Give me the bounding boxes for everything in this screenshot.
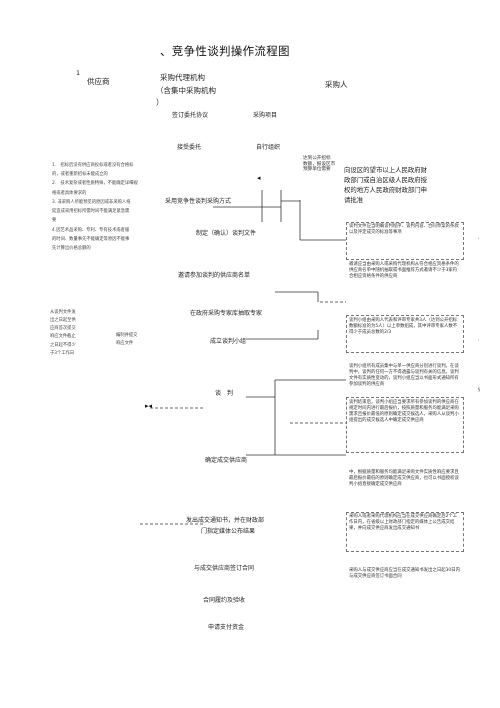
- center-note: 达到公开招标 数额，报设区市 预算单位需要: [303, 156, 336, 173]
- right-mark-1: ‘: [478, 238, 480, 243]
- step-form-team: 成立谈判小组: [210, 338, 247, 345]
- response-note: 编制并提交 响应文件: [116, 333, 138, 347]
- supplier-time-note: 从谈判文件发 出之日起至供 应商首次提交 响应文件截止 之日起不得少 于3个工作…: [50, 310, 76, 356]
- step-accept-commission: 接受委托: [177, 144, 202, 151]
- note-invite: 邀请应当由采购人或采购代理机构从符合相应资格条件的供应商名单中随机抽取或书面推荐…: [349, 262, 459, 280]
- step-self-organize: 自行组织: [256, 144, 281, 151]
- step-determine-supplier: 确定成交供应商: [205, 457, 248, 464]
- approval-box: 向设区的望市以上人民政府财 政部门或自治区级人民政府授 权的地方人民政府财政部门…: [344, 166, 428, 204]
- conditions-list: 1. 招标后没有供应商投标或者没有合格标 的，或者重新招标未能成立的 2. 技术…: [52, 163, 138, 252]
- step-apply-payment: 申请支付资金: [208, 624, 245, 631]
- step-sign-contract: 与成交供应商签订合同: [194, 565, 255, 572]
- step-purchase-project: 采购项目: [253, 112, 278, 119]
- step-notice-line1: 发出成交通知书，并在财政部: [186, 517, 265, 524]
- lane-supplier: 供应商: [87, 77, 110, 86]
- note-publish: 采购人或者采购代理机构应当在成交供应商确定后2个工作日内，在省级以上财政部门指定…: [349, 514, 458, 532]
- lane-purchaser: 采购人: [325, 80, 348, 89]
- step-apply-method: 采用竞争性谈判采购方式: [165, 198, 232, 205]
- step-acceptance: 合同履约及验收: [203, 597, 246, 604]
- note-box-3: [346, 397, 464, 453]
- step-notice-line2: 门指定媒体公布结果: [201, 528, 256, 535]
- step-invite-list: 邀请参加谈判的供应商名单: [178, 272, 251, 279]
- lane-agency-note: （含集中采购机构: [156, 86, 216, 95]
- arrow-left-icon: ◂: [257, 174, 261, 182]
- step-draft-docs: 制定（确认）谈判文件: [196, 230, 257, 237]
- note-box-1: [346, 222, 464, 260]
- note-negotiate: 谈判小组所有成员集中与单一供应商分别进行谈判。在谈判中，谈判的任何一方不得透露与…: [349, 364, 459, 388]
- note-final-offer: 谈判结束后，谈判小组应当要求所有参加谈判的供应商在规定时间内进行最后报价，按照质…: [349, 400, 459, 424]
- page-number: 1: [76, 69, 81, 77]
- right-mark-2: ‘: [478, 340, 480, 345]
- right-mark-3: §: [478, 388, 481, 393]
- step-negotiate: 谈 判: [215, 390, 234, 397]
- page-title: 、竞争性谈判操作流程图: [160, 44, 290, 58]
- note-contract: 采购人与成交供应商应当在成交通知书发出之日起30日内与成交供应商签订书面合同: [349, 568, 460, 580]
- step-sign-agreement: 签订委托协议: [172, 112, 209, 119]
- note-determine: 中，根据质量和服务均能满足采购文件实质性响应要求且最后报价最低的原则确定成交供应…: [349, 470, 459, 488]
- note-box-4: [346, 512, 464, 552]
- lane-agency: 采购代理机构: [160, 73, 205, 82]
- note-team: 谈判小组由采购人代表和评审专家共3人（达到公开招标数额标准的为5人）以上单数组成…: [349, 318, 458, 336]
- note-box-2: [346, 315, 464, 353]
- step-draw-experts: 在政府采购专家库抽取专家: [190, 310, 263, 317]
- note-docs: 谈判文件应当明确谈判程序、谈判内容、合同草案的条款以及评定成交的标准等事项: [349, 224, 459, 236]
- lane-agency-note-end: ）: [156, 98, 164, 107]
- arrow-left-icon-2: ▸◂: [145, 402, 153, 410]
